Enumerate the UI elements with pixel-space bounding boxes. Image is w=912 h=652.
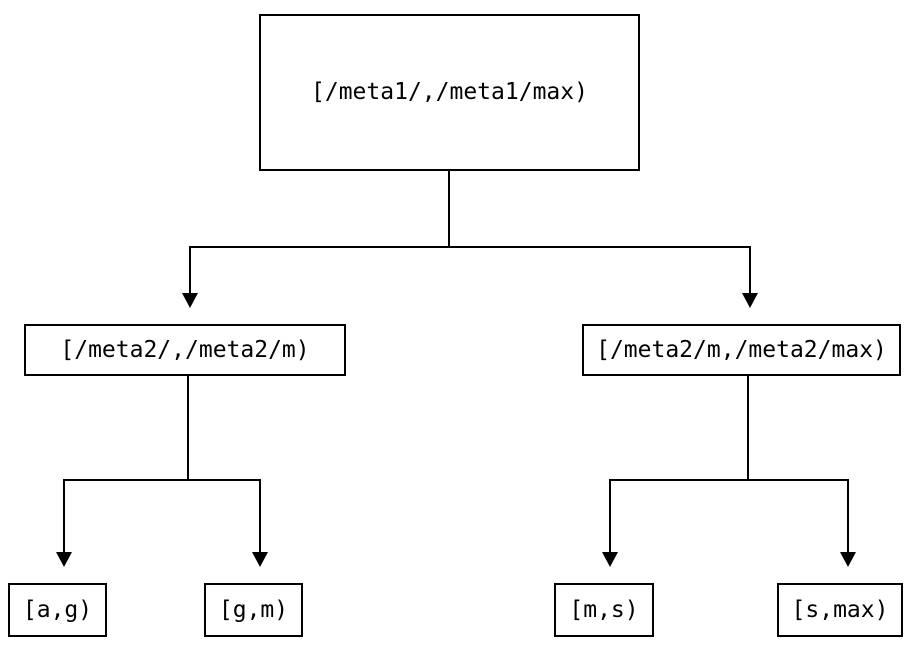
node-leaf-ms: [m,s) [554,583,654,637]
node-leaf-ag-label: [a,g) [22,596,93,623]
node-left-interval: [/meta2/,/meta2/m) [24,324,346,376]
node-leaf-ms-label: [m,s) [569,596,639,623]
node-leaf-smax-label: [s,max) [791,596,889,623]
arrowhead-icon [56,552,72,567]
node-leaf-gm-label: [g,m) [218,596,289,623]
arrowhead-icon [602,552,618,567]
edge-right-to-leaf-ms [609,479,748,553]
edge-right-to-leaf-smax [748,479,849,553]
edge-left-to-leaf-ag [63,479,188,553]
arrowhead-icon [742,293,758,308]
node-right-interval: [/meta2/m,/meta2/max) [582,324,901,376]
node-root-label: [/meta1/,/meta1/max) [311,79,588,105]
edge-left-to-leaf-gm [188,479,261,553]
arrowhead-icon [252,552,268,567]
arrowhead-icon [182,293,198,308]
node-root: [/meta1/,/meta1/max) [259,14,640,171]
node-leaf-ag: [a,g) [8,583,107,637]
edge-root-to-left [189,246,449,294]
node-leaf-smax: [s,max) [777,583,903,637]
node-right-label: [/meta2/m,/meta2/max) [596,336,887,363]
edge-root-to-right [449,246,751,294]
arrowhead-icon [840,552,856,567]
node-left-label: [/meta2/,/meta2/m) [60,336,310,363]
node-leaf-gm: [g,m) [204,583,303,637]
